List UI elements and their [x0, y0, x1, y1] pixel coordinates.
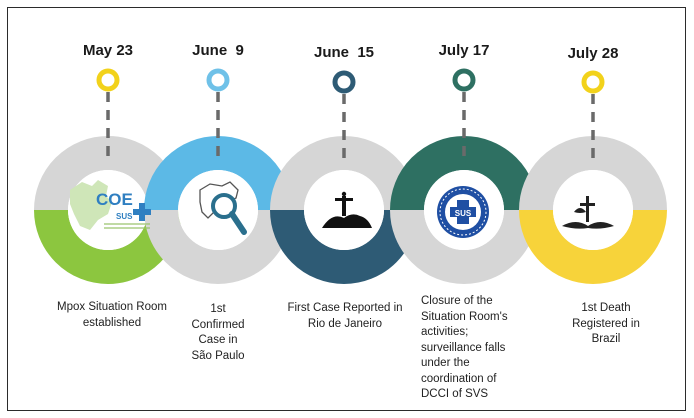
event-date-june-9: June 9 [192, 42, 244, 59]
timeline-pin-marker [452, 68, 476, 92]
ring-bottom-half [270, 210, 418, 284]
event-label-may-23: Mpox Situation Room established [57, 301, 167, 329]
timeline-pin-marker [96, 68, 120, 92]
event-label-june-15: First Case Reported in Rio de Janeiro [287, 302, 403, 330]
ring-bottom-half [390, 210, 538, 284]
ring-bottom-half [34, 210, 182, 284]
sus-logo-text: SUS [116, 212, 133, 221]
event-date-july-28: July 28 [568, 45, 619, 62]
diagram-frame [7, 7, 686, 411]
brazil-map-magnifier-icon [199, 181, 247, 235]
plus-cross-icon [133, 203, 151, 221]
ring-bottom-half [144, 210, 292, 284]
cross-dove-icon [562, 196, 614, 229]
timeline-pin-marker [332, 70, 356, 94]
event-date-july-17: July 17 [439, 42, 490, 59]
coe-logo-text: COE [96, 190, 133, 209]
sus-seal-text: SUS [455, 209, 472, 218]
event-date-june-15: June 15 [314, 44, 374, 61]
timeline-pin-marker [581, 70, 605, 94]
timeline-pin-marker [206, 68, 230, 92]
coe-sus-logo: COE SUS [70, 180, 151, 230]
christ-redeemer-icon [322, 191, 372, 228]
event-label-june-9: 1st Confirmed Case in São Paulo [191, 303, 245, 362]
event-date-may-23: May 23 [83, 42, 133, 59]
ring-center [553, 170, 633, 250]
timeline-pins [96, 68, 605, 162]
ring-bottom-half [519, 210, 667, 284]
event-label-july-28: 1st Death Registered in Brazil [572, 302, 640, 345]
sus-seal-icon: SUS [437, 186, 489, 238]
event-label-july-17: Closure of the Situation Room's activiti… [421, 295, 508, 400]
